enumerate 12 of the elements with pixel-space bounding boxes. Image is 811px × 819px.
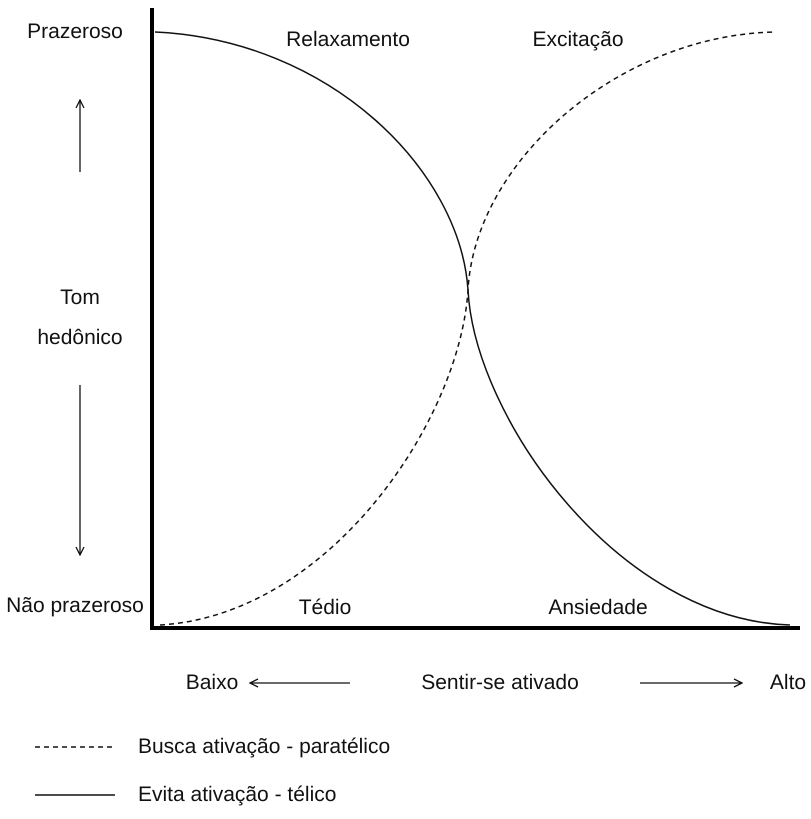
axis-title: Tom hedônico [36,285,124,351]
axis-label: Prazeroso [27,19,123,46]
quadrant-label: Tédio [298,595,352,622]
axis-label: Não prazeroso [5,593,145,620]
legend-text: Evita ativação - télico [138,782,336,808]
quadrant-label: Relaxamento [286,27,410,54]
axis-label: Alto [770,670,806,696]
axis-label: Baixo [186,670,238,696]
quadrant-label: Ansiedade [548,595,648,622]
quadrant-label: Excitação [532,27,624,54]
legend-text: Busca ativação - paratélico [138,734,390,760]
axis-title: Sentir-se ativado [421,670,579,696]
